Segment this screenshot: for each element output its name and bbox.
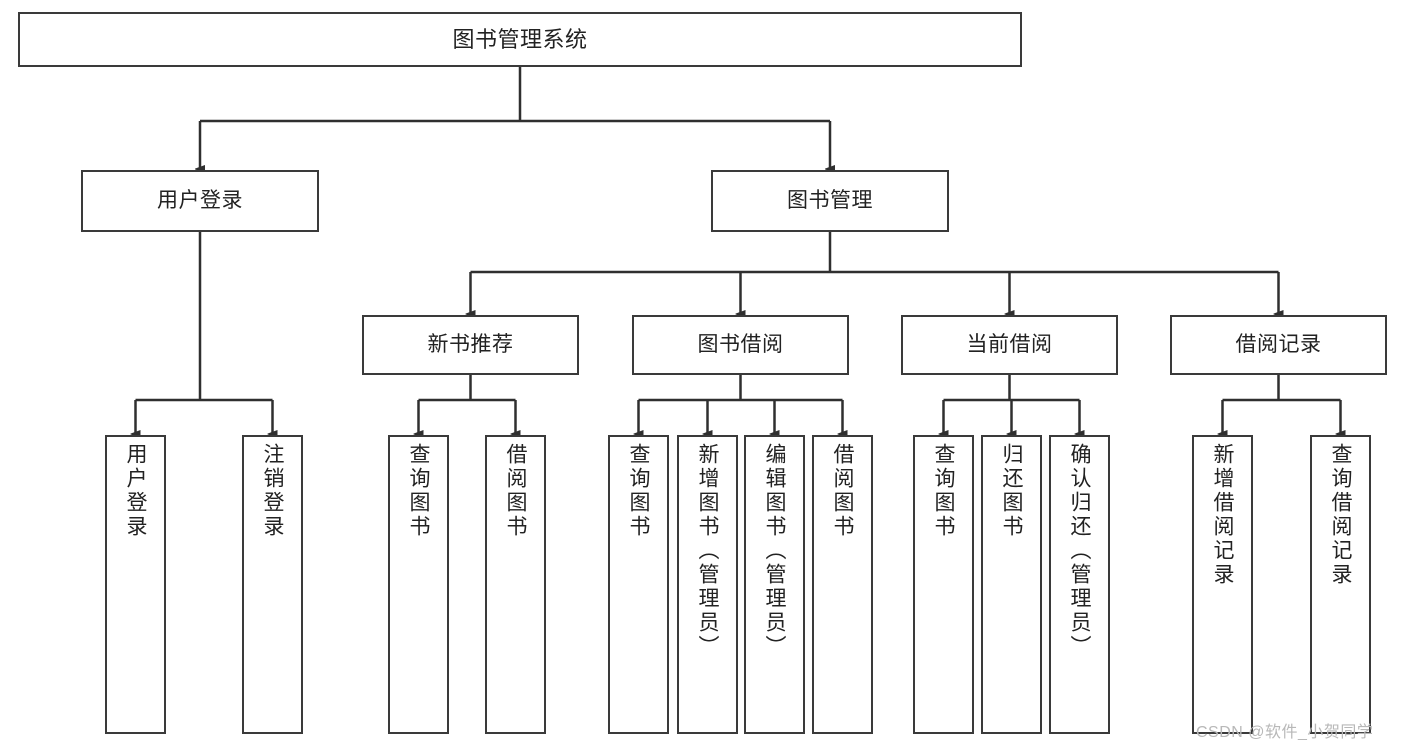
node-leaf-query-book-1[interactable]: 查询图书 [388,435,449,734]
node-leaf-user-login-label: 用户登录 [124,443,147,539]
node-leaf-query-record-label: 查询借阅记录 [1329,443,1352,587]
edge-bus [470,232,1279,274]
edge-bus [135,232,273,402]
node-book-manage[interactable]: 图书管理 [711,170,949,232]
node-leaf-return-book-label: 归还图书 [1000,443,1023,539]
edge-bus [1222,375,1341,402]
node-root-label: 图书管理系统 [452,26,588,52]
node-leaf-query-book-3[interactable]: 查询图书 [913,435,974,734]
edge-bus [943,375,1080,402]
node-leaf-query-book-3-label: 查询图书 [932,443,955,539]
node-new-book-recommend-label: 新书推荐 [427,332,514,356]
edge-bus [200,67,830,123]
node-leaf-add-book-label: 新增图书（管理员） [696,443,719,659]
node-leaf-add-record[interactable]: 新增借阅记录 [1192,435,1253,734]
node-leaf-user-login[interactable]: 用户登录 [105,435,166,734]
node-leaf-borrow-book-2[interactable]: 借阅图书 [812,435,873,734]
node-leaf-edit-book[interactable]: 编辑图书（管理员） [744,435,805,734]
node-leaf-query-record[interactable]: 查询借阅记录 [1310,435,1371,734]
node-user-login-label: 用户登录 [157,188,243,212]
edge-paths [136,67,1341,434]
node-leaf-edit-book-label: 编辑图书（管理员） [763,443,786,659]
node-leaf-borrow-book-1[interactable]: 借阅图书 [485,435,546,734]
node-leaf-return-book[interactable]: 归还图书 [981,435,1042,734]
node-book-manage-label: 图书管理 [787,188,873,212]
node-user-login[interactable]: 用户登录 [81,170,319,232]
node-leaf-query-book-1-label: 查询图书 [407,443,430,539]
node-leaf-add-record-label: 新增借阅记录 [1211,443,1234,587]
node-leaf-confirm-return-label: 确认归还（管理员） [1068,443,1091,659]
node-leaf-borrow-book-2-label: 借阅图书 [831,443,854,539]
node-current-borrow-label: 当前借阅 [966,332,1053,356]
node-leaf-query-book-2-label: 查询图书 [627,443,650,539]
node-leaf-confirm-return[interactable]: 确认归还（管理员） [1049,435,1110,734]
node-new-book-recommend[interactable]: 新书推荐 [362,315,579,375]
node-leaf-logout-label: 注销登录 [261,443,284,539]
node-current-borrow[interactable]: 当前借阅 [901,315,1118,375]
node-book-borrow[interactable]: 图书借阅 [632,315,849,375]
edge-bus [638,375,843,402]
edge-bus [418,375,516,402]
node-leaf-logout[interactable]: 注销登录 [242,435,303,734]
node-borrow-record[interactable]: 借阅记录 [1170,315,1387,375]
node-leaf-borrow-book-1-label: 借阅图书 [504,443,527,539]
node-book-borrow-label: 图书借阅 [697,332,784,356]
node-borrow-record-label: 借阅记录 [1235,332,1322,356]
node-root[interactable]: 图书管理系统 [18,12,1022,67]
csdn-watermark: CSDN @软件_小贺同学 [1196,724,1374,741]
node-leaf-query-book-2[interactable]: 查询图书 [608,435,669,734]
node-leaf-add-book[interactable]: 新增图书（管理员） [677,435,738,734]
